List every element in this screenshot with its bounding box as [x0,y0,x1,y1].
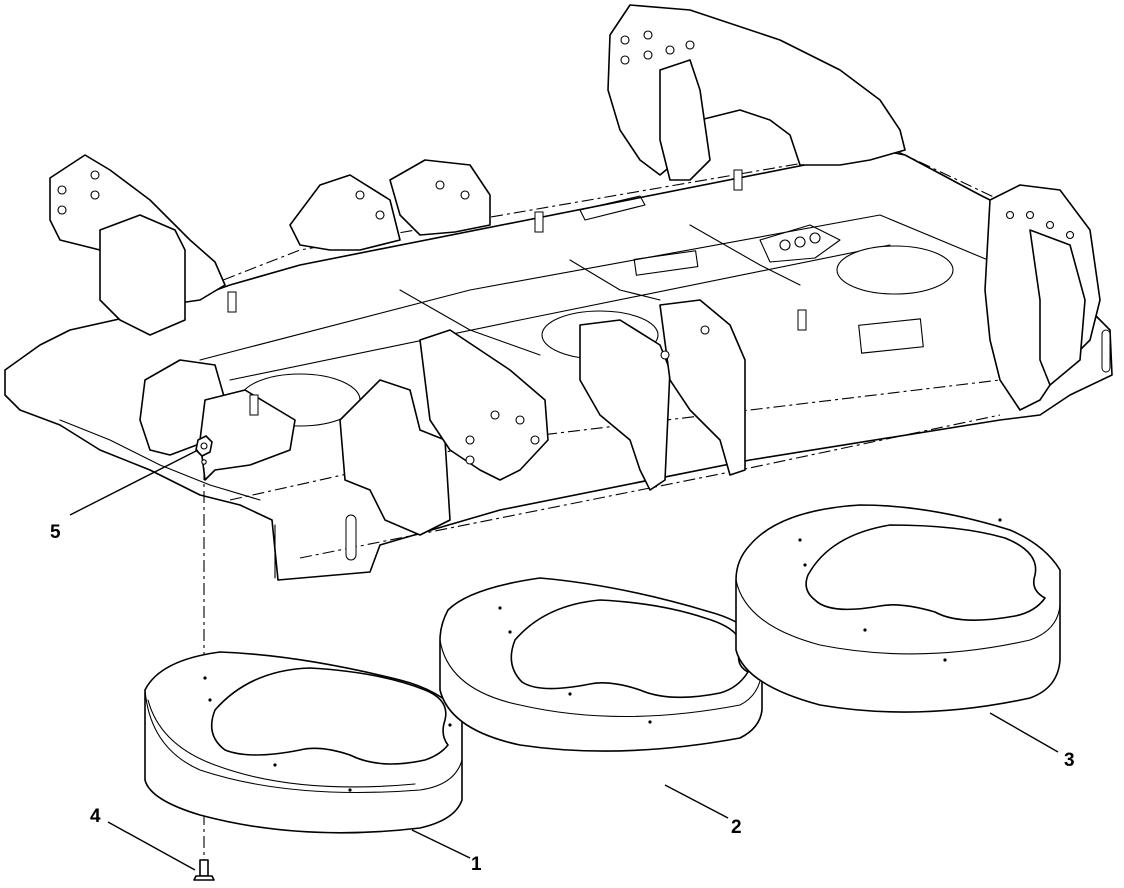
callout-4: 4 [90,806,101,827]
callout-1: 1 [471,854,482,875]
part-3-baffle-right [735,504,1061,713]
part-4-bolt [193,859,215,881]
leader-line-1 [411,829,471,859]
callout-5: 5 [50,522,61,543]
leader-line-4 [107,821,196,871]
part-1-baffle-left [144,651,463,834]
leader-line-3 [989,712,1059,753]
callout-2: 2 [731,817,742,838]
leader-line-2 [664,784,729,819]
callout-3: 3 [1064,750,1075,771]
part-5-nut [195,435,213,465]
leader-line-5 [69,449,199,516]
part-2-baffle-center [439,577,763,752]
mower-deck-frame [4,4,1113,581]
